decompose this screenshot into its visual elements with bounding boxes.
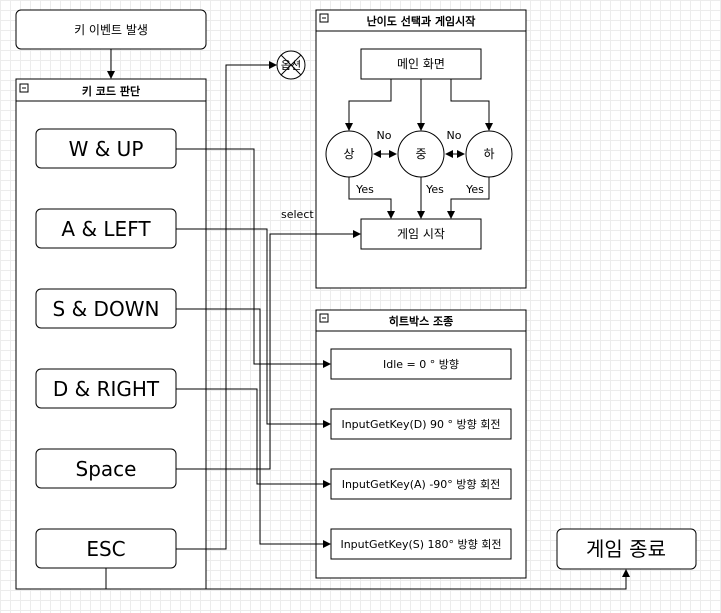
game-start-label: 게임 시작 bbox=[397, 227, 445, 241]
key-esc-label: ESC bbox=[86, 537, 125, 561]
key-event-node[interactable]: 키 이벤트 발생 bbox=[15, 9, 207, 50]
key-event-label: 키 이벤트 발생 bbox=[74, 23, 148, 37]
yes-label-2: Yes bbox=[425, 183, 444, 196]
hitbox-idle-node[interactable]: Idle = 0 ° 방향 bbox=[330, 348, 512, 380]
key-sdown-label: S & DOWN bbox=[53, 297, 160, 321]
level-low-node[interactable]: 하 bbox=[465, 130, 513, 178]
key-space-node[interactable]: Space bbox=[35, 448, 177, 489]
low-to-start-connector bbox=[447, 177, 490, 219]
level-mid-label: 중 bbox=[415, 147, 426, 161]
key-aleft-node[interactable]: A & LEFT bbox=[35, 208, 177, 249]
game-end-node[interactable]: 게임 종료 bbox=[556, 528, 697, 570]
difficulty-collapse-icon[interactable] bbox=[319, 13, 329, 23]
hitbox-s-node[interactable]: InputGetKey(S) 180° 방향 회전 bbox=[330, 528, 512, 560]
select-label: select bbox=[281, 208, 314, 221]
space-to-start-connector bbox=[176, 230, 361, 470]
key-dright-label: D & RIGHT bbox=[53, 377, 160, 401]
yes-label-3: Yes bbox=[465, 183, 484, 196]
option-node[interactable]: 옵션 bbox=[276, 50, 306, 80]
hitbox-s-label: InputGetKey(S) 180° 방향 회전 bbox=[340, 538, 501, 551]
key-wup-node[interactable]: W & UP bbox=[35, 128, 177, 169]
key-dright-node[interactable]: D & RIGHT bbox=[35, 368, 177, 409]
key-wup-label: W & UP bbox=[69, 137, 144, 161]
hitbox-d-node[interactable]: InputGetKey(D) 90 ° 방향 회전 bbox=[330, 408, 512, 440]
level-mid-node[interactable]: 중 bbox=[397, 130, 445, 178]
esc-to-option-connector bbox=[176, 61, 277, 550]
no-label-2: No bbox=[447, 129, 462, 142]
hitbox-a-node[interactable]: InputGetKey(A) -90° 방향 회전 bbox=[330, 468, 512, 500]
main-screen-label: 메인 화면 bbox=[397, 57, 445, 71]
key-space-label: Space bbox=[76, 457, 137, 481]
hitbox-d-label: InputGetKey(D) 90 ° 방향 회전 bbox=[341, 418, 500, 431]
sdown-to-s-rotate-connector bbox=[176, 308, 331, 548]
game-start-node[interactable]: 게임 시작 bbox=[360, 218, 482, 250]
high-to-start-connector bbox=[348, 177, 395, 219]
key-sdown-node[interactable]: S & DOWN bbox=[35, 288, 177, 329]
wup-to-idle-connector bbox=[176, 148, 331, 368]
hitbox-a-label: InputGetKey(A) -90° 방향 회전 bbox=[342, 478, 501, 491]
esc-to-game-end-connector bbox=[105, 568, 630, 590]
hitbox-collapse-icon[interactable] bbox=[319, 313, 329, 323]
difficulty-panel-title: 난이도 선택과 게임시작 bbox=[367, 14, 476, 28]
dright-to-a-rotate-connector bbox=[176, 388, 331, 488]
game-end-label: 게임 종료 bbox=[586, 537, 666, 561]
no-label-1: No bbox=[377, 129, 392, 142]
keycode-panel-title: 키 코드 판단 bbox=[82, 84, 140, 98]
key-esc-node[interactable]: ESC bbox=[35, 528, 177, 569]
yes-label-1: Yes bbox=[355, 183, 374, 196]
main-to-high-connector bbox=[345, 79, 392, 131]
hitbox-panel-title: 히트박스 조종 bbox=[389, 314, 454, 328]
level-high-label: 상 bbox=[343, 147, 354, 161]
main-screen-node[interactable]: 메인 화면 bbox=[360, 48, 482, 80]
level-low-label: 하 bbox=[483, 147, 494, 161]
keycode-collapse-icon[interactable] bbox=[19, 83, 29, 93]
level-high-node[interactable]: 상 bbox=[325, 130, 373, 178]
key-aleft-label: A & LEFT bbox=[61, 217, 151, 241]
aleft-to-d-rotate-connector bbox=[176, 228, 331, 428]
main-to-low-connector bbox=[450, 79, 493, 131]
hitbox-idle-label: Idle = 0 ° 방향 bbox=[383, 358, 459, 371]
